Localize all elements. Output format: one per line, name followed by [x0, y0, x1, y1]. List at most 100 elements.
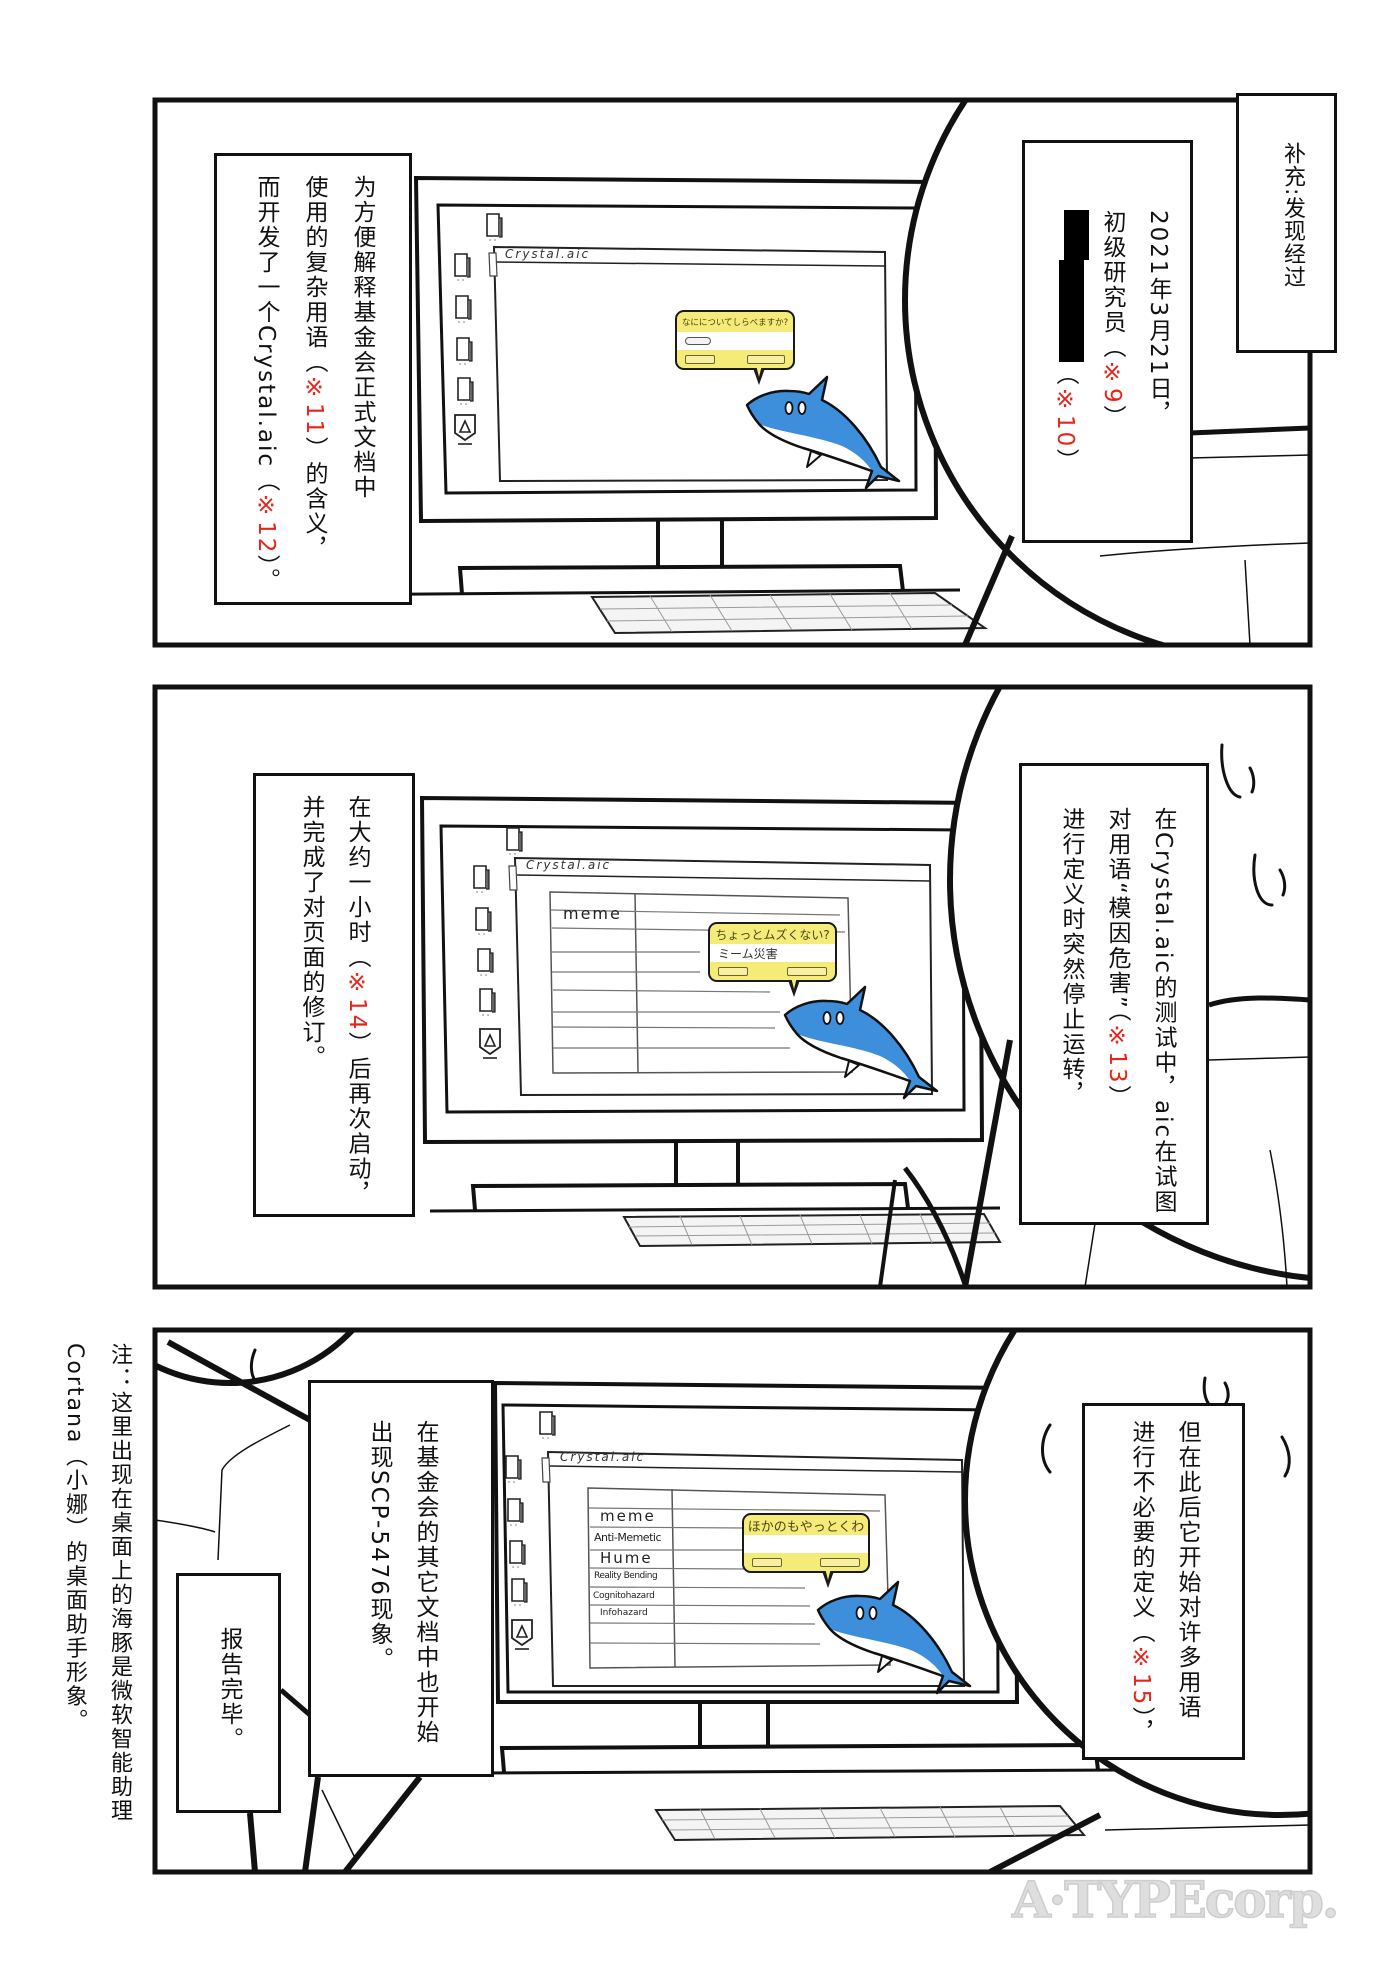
reference-mark: ※15	[1128, 1645, 1154, 1707]
file-icon	[505, 1455, 522, 1483]
table-term: Cognitohazard	[593, 1591, 655, 1601]
bubble-cancel-button	[747, 354, 785, 364]
caption-line: 对用语“模因危害”（※13）	[1094, 807, 1140, 1222]
redacted-block: ██	[1064, 210, 1089, 260]
sweat-mark	[249, 1348, 258, 1384]
footnote-line: 注：这里出现在桌面上的海豚是微软智能助理	[107, 1343, 132, 1823]
caption-purpose: 为方便解释基金会正式文档中 使用的复杂用语（※11）的含义， 而开发了一个Cry…	[214, 153, 412, 605]
reference-mark: ※11	[301, 375, 327, 437]
caption-line: 使用的复杂用语（※11）的含义，	[290, 175, 338, 602]
assistant-prompt: なにについてしらべますか?	[681, 318, 789, 328]
reference-mark: ※10	[1052, 387, 1078, 449]
bubble-tail	[788, 977, 800, 997]
file-icon	[475, 907, 492, 935]
panel-3-frame	[152, 1327, 1313, 1875]
file-icon	[506, 827, 523, 855]
caption-line: 在基金会的其它文档中也开始	[412, 1420, 438, 1745]
reference-mark: ※14	[344, 970, 370, 1032]
file-icon	[456, 337, 473, 365]
window-title: Crystal.aic	[526, 858, 612, 872]
caption-line: 并完成了对页面的修订。	[298, 795, 324, 1070]
window-title: Crystal.aic	[560, 1450, 646, 1464]
assistant-input	[677, 332, 793, 350]
caption-text: （	[1052, 362, 1078, 387]
caption-text: 在大约一小时（	[344, 795, 370, 970]
bubble-tail	[753, 365, 765, 385]
footnote-line: Cortana（小娜）的桌面助手形象。	[62, 1343, 87, 1733]
file-icon	[473, 865, 490, 893]
caption-text: 而开发了一个Crystal.aic（	[253, 175, 279, 494]
caption-line: 进行定义时突然停止运转，	[1058, 807, 1084, 1107]
assistant-input	[744, 1535, 868, 1553]
caption-line: 而开发了一个Crystal.aic（※12）。	[242, 175, 290, 602]
caption-line: 初级研究员（※9）	[1089, 210, 1135, 540]
caption-line: 进行不必要的定义（※15），	[1118, 1420, 1164, 1757]
table-term: meme	[600, 1507, 656, 1525]
redacted-block: ████	[1059, 260, 1084, 362]
character-left	[155, 1330, 423, 1872]
caption-text: ）后再次启动，	[344, 1031, 370, 1207]
caption-text: 进行不必要的定义（	[1128, 1420, 1154, 1645]
caption-text: ）	[1104, 1084, 1130, 1110]
caption-other-documents: 在基金会的其它文档中也开始 出现SCP-5476现象。	[308, 1380, 494, 1777]
keyboard	[590, 591, 989, 635]
caption-line: 为方便解释基金会正式文档中	[349, 175, 375, 500]
panel-1-frame	[152, 97, 1313, 648]
file-icon	[511, 1578, 528, 1606]
file-icon	[486, 213, 503, 241]
caption-line: 在Crystal.aic的测试中，aic在试图	[1150, 807, 1176, 1215]
table-term: Anti-Memetic	[594, 1531, 662, 1544]
caption-text: 初级研究员（	[1099, 210, 1125, 360]
assistant-input: ミーム災害	[710, 944, 835, 962]
bubble-ok-button	[718, 966, 748, 976]
assistant-prompt: ちょっとムズくない?	[715, 927, 830, 942]
assistant-speech-bubble: ちょっとムズくない? ミーム災害	[708, 922, 837, 997]
file-icon	[509, 1540, 526, 1568]
caption-restart: 在大约一小时（※14）后再次启动， 并完成了对页面的修订。	[253, 773, 415, 1217]
caption-unnecessary-definitions: 但在此后它开始对许多用语 进行不必要的定义（※15），	[1082, 1403, 1245, 1760]
caption-line: 但在此后它开始对许多用语	[1174, 1420, 1200, 1720]
bubble-ok-button	[685, 354, 715, 364]
caption-line: 报告完毕。	[216, 1627, 242, 1752]
assistant-speech-bubble: ほかのもやっとくわ	[742, 1513, 870, 1588]
file-icon	[477, 948, 494, 976]
caption-date-researcher: 2021年3月21日， 初级研究员（※9） ██████（※10）	[1022, 140, 1193, 543]
caption-text: 对用语“模因危害”（	[1104, 807, 1130, 1024]
bubble-cancel-button	[820, 1557, 860, 1567]
section-title: 补充:发现经过	[1280, 142, 1305, 289]
bubble-cancel-button	[787, 966, 827, 976]
bubble-ok-button	[752, 1557, 782, 1567]
caption-line: ██████（※10）	[1042, 210, 1089, 540]
sweat-mark	[1220, 743, 1287, 907]
section-title-caption: 补充:发现经过	[1236, 93, 1337, 353]
table-term: Infohazard	[600, 1608, 648, 1618]
reference-mark: ※9	[1099, 360, 1125, 405]
input-pill	[685, 337, 711, 345]
file-icon	[454, 253, 471, 281]
caption-text: ）	[1052, 448, 1078, 474]
keyboard	[654, 1804, 1087, 1842]
reference-mark: ※12	[253, 493, 279, 555]
assistant-prompt: ほかのもやっとくわ	[747, 1519, 865, 1535]
panel-2-frame	[152, 684, 1313, 1290]
caption-text: ）。	[253, 554, 279, 593]
assistant-input-value: ミーム災害	[718, 946, 778, 961]
caption-text: ）	[1099, 404, 1125, 430]
caption-text: 使用的复杂用语（	[301, 175, 327, 375]
file-icon	[539, 1411, 556, 1439]
file-icon	[479, 988, 496, 1016]
caption-text: ）的含义，	[301, 436, 327, 562]
caption-line: 在大约一小时（※14）后再次启动，	[334, 795, 380, 1214]
file-icon	[507, 1498, 524, 1526]
bubble-button-row	[710, 962, 835, 980]
table-term: meme	[563, 904, 622, 923]
table-term: Reality Bending	[594, 1571, 658, 1581]
caption-line: 2021年3月21日，	[1145, 210, 1171, 427]
file-icon	[455, 295, 472, 323]
caption-text: ），	[1128, 1706, 1154, 1745]
caption-report-end: 报告完毕。	[176, 1573, 281, 1813]
reference-mark: ※13	[1104, 1023, 1130, 1085]
caption-incident: 在Crystal.aic的测试中，aic在试图 对用语“模因危害”（※13） 进…	[1019, 763, 1209, 1225]
footnote: 注：这里出现在桌面上的海豚是微软智能助理 Cortana（小娜）的桌面助手形象。	[52, 1343, 142, 1823]
